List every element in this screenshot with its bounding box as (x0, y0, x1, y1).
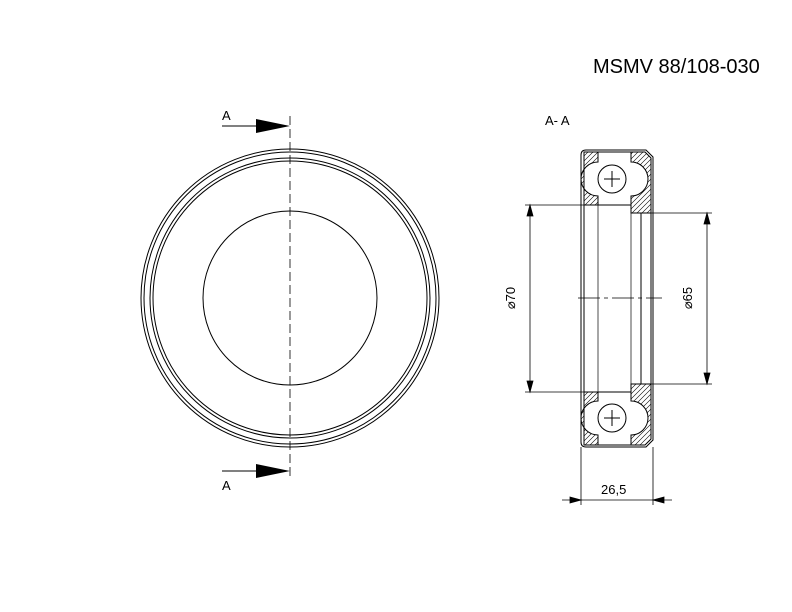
front-view (140, 116, 440, 478)
drawing-title: MSMV 88/108-030 (593, 56, 760, 78)
dimension-label-26-5: 26,5 (601, 482, 627, 497)
dimension-label-70: ⌀70 (503, 286, 519, 310)
section-arrow-label-top: A (222, 108, 231, 123)
dimension-65 (651, 211, 712, 386)
section-arrow-top (222, 119, 290, 133)
section-arrow-label-bottom: A (222, 478, 231, 493)
section-arrow-bottom (222, 464, 290, 478)
section-view-label: A- A (545, 113, 570, 128)
section-view (578, 149, 662, 448)
inner-ring-section-bottom (580, 391, 599, 446)
dimension-70 (525, 203, 584, 394)
inner-ring-section-top (580, 151, 599, 206)
dimension-label-65: ⌀65 (680, 286, 696, 310)
dimension-26-5 (562, 447, 672, 505)
bearing-outline (580, 149, 654, 448)
outer-ring-section-bottom (630, 383, 652, 446)
outer-ring-section-top (630, 151, 652, 214)
